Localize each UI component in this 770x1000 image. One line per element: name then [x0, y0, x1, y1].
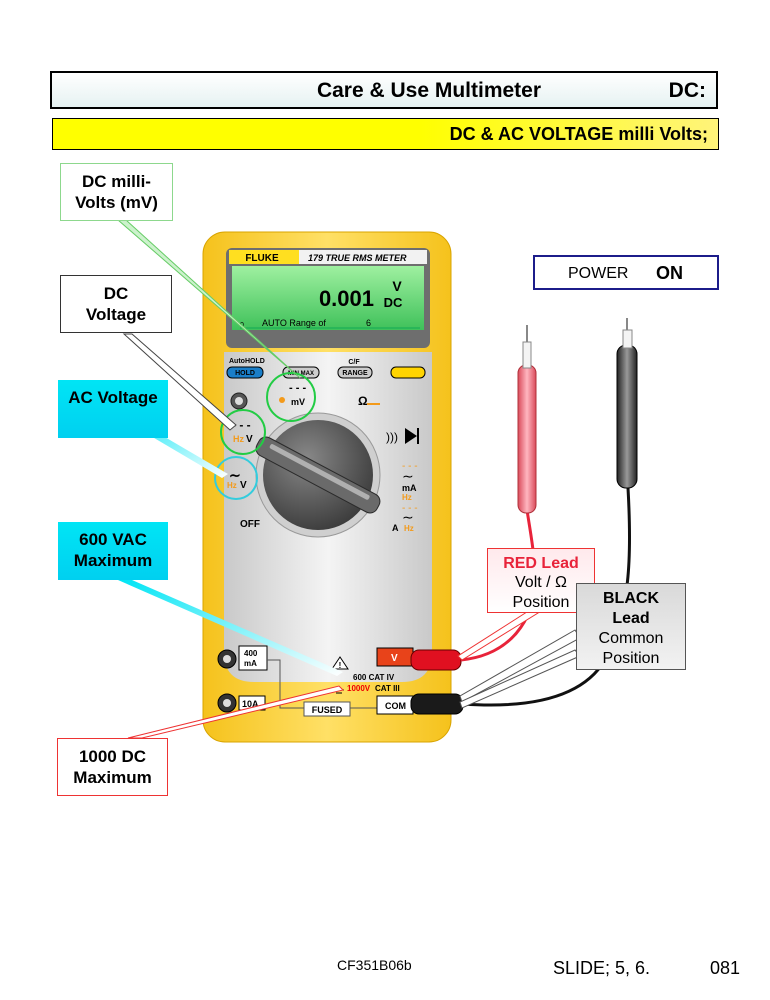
continuity-icon: )))	[386, 430, 398, 444]
svg-text:Hz: Hz	[227, 481, 237, 490]
footer-slide: SLIDE; 5, 6.	[553, 958, 651, 978]
auto-range-label: AUTO Range of	[262, 318, 326, 328]
callout-black-lead: BLACK Lead Common Position	[576, 583, 686, 670]
lcd-unit-dc: DC	[384, 295, 403, 310]
svg-text:mA: mA	[402, 483, 417, 493]
black-probe	[616, 344, 638, 489]
range-button	[337, 366, 373, 379]
svg-text:- - -: - - -	[402, 503, 418, 514]
svg-text:A: A	[392, 523, 399, 533]
hold-button	[226, 366, 264, 379]
autohold-label: AutoHOLD	[229, 358, 265, 365]
svg-text:10A: 10A	[242, 699, 259, 709]
svg-text:∼: ∼	[229, 467, 241, 483]
callout-ac-voltage: AC Voltage	[58, 380, 168, 438]
svg-text:V: V	[240, 480, 247, 491]
power-box: POWER ON	[533, 255, 719, 290]
svg-text:MIN MAX: MIN MAX	[288, 371, 314, 377]
svg-text:600 CAT IV: 600 CAT IV	[353, 673, 395, 682]
black-lead-title: BLACK Lead	[603, 590, 659, 627]
red-lead-title: RED Lead	[503, 555, 579, 572]
backlight-button	[390, 366, 426, 379]
lcd-screen	[232, 266, 424, 330]
svg-text:!: !	[339, 661, 342, 670]
model-label: 179 TRUE RMS METER	[308, 253, 407, 263]
black-plug	[410, 693, 464, 715]
callout-600-vac: 600 VAC Maximum	[58, 522, 168, 580]
section-label: DC:	[668, 79, 706, 102]
svg-text:HOLD: HOLD	[235, 370, 255, 377]
svg-text:∼: ∼	[402, 509, 414, 525]
title-bar: Care & Use Multimeter DC:	[50, 71, 718, 109]
svg-text:FUSED: FUSED	[312, 705, 343, 715]
svg-text:V: V	[391, 653, 398, 664]
svg-text:OFF: OFF	[240, 519, 260, 530]
warning-icon	[331, 656, 349, 670]
power-state: ON	[656, 263, 683, 283]
black-lead-body: Common Position	[598, 630, 664, 667]
callout-dc-voltage: DC Voltage	[60, 275, 172, 333]
svg-text:Hz: Hz	[404, 524, 414, 533]
svg-text:mA: mA	[244, 659, 257, 668]
dcv-highlight	[220, 409, 266, 455]
diode-icon	[405, 428, 417, 444]
svg-text:V: V	[246, 434, 253, 445]
svg-text:Hz: Hz	[233, 434, 244, 444]
svg-text:COM: COM	[385, 701, 406, 711]
callout-1000-dc: 1000 DC Maximum	[57, 738, 168, 796]
lcd-unit-v: V	[392, 278, 402, 294]
callout-dc-millivolts: DC milli- Volts (mV)	[60, 163, 173, 221]
svg-text:RANGE: RANGE	[342, 370, 368, 377]
svg-text:400: 400	[244, 649, 258, 658]
svg-text:1000V: 1000V	[347, 684, 371, 693]
power-label: POWER	[568, 265, 629, 282]
page-title: Care & Use Multimeter	[316, 79, 542, 102]
svg-text:Hz: Hz	[402, 493, 412, 502]
acv-highlight	[214, 456, 258, 500]
subtitle: DC & AC VOLTAGE milli Volts;	[449, 124, 708, 144]
svg-text:CAT III: CAT III	[375, 684, 400, 693]
mv-highlight	[266, 372, 316, 422]
svg-text:mV: mV	[291, 397, 305, 407]
red-probe	[517, 364, 537, 514]
lcd-reading: 0.001	[319, 286, 374, 311]
svg-text:- - -: - - -	[289, 382, 306, 394]
svg-text:Ω: Ω	[358, 394, 368, 408]
svg-text:- - -: - - -	[232, 418, 251, 432]
footer-page: 081	[710, 958, 741, 978]
brand-label: FLUKE	[245, 253, 279, 264]
red-plug	[410, 649, 462, 671]
svg-text:∼: ∼	[402, 468, 414, 484]
footer-code: CF351B06b	[337, 957, 412, 973]
minmax-button	[282, 366, 320, 379]
svg-text:- - -: - - -	[402, 461, 418, 472]
red-lead-body: Volt / Ω Position	[512, 574, 570, 611]
scale-end: 6	[366, 318, 371, 328]
thermometer-icon	[279, 397, 285, 403]
subtitle-bar: DC & AC VOLTAGE milli Volts;	[52, 118, 719, 150]
cf-label: C/F	[348, 359, 360, 366]
